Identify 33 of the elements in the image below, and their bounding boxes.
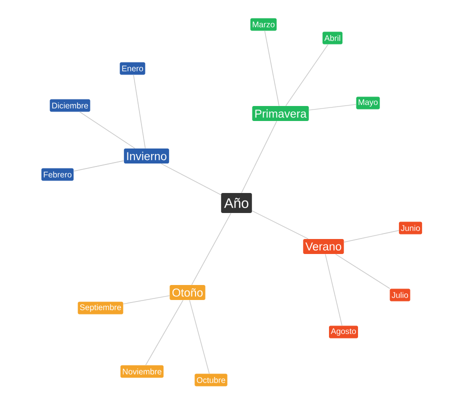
month-box: Junio [398, 222, 422, 234]
month-box: Diciembre [50, 99, 90, 112]
season-box: Otoño [170, 285, 206, 300]
connector-line [285, 44, 328, 106]
season-box: Invierno [124, 148, 170, 164]
connector-line [133, 74, 146, 149]
month-box: Abril [322, 32, 342, 44]
topic-box: Año [221, 193, 252, 213]
month-box: Marzo [250, 18, 277, 31]
connector-line [191, 212, 232, 286]
connector-line [344, 230, 400, 242]
month-box: Julio [390, 288, 410, 302]
month-box: Noviembre [120, 365, 164, 378]
month-box: Septiembre [78, 302, 124, 314]
month-box: Agosto [329, 326, 358, 338]
month-box: Mayo [356, 96, 380, 110]
season-box: Verano [303, 239, 344, 254]
season-box: Primavera [252, 106, 309, 121]
connector-line [264, 30, 280, 106]
connector-line [324, 254, 342, 326]
connector-line [189, 300, 210, 374]
connector-line [252, 210, 308, 240]
connector-line [123, 295, 170, 304]
month-box: Octubre [194, 374, 228, 386]
connector-line [160, 163, 222, 196]
connector-line [335, 254, 390, 289]
connector-line [79, 112, 136, 149]
connector-line [308, 104, 356, 110]
connector-line [145, 300, 184, 366]
month-box: Enero [120, 62, 146, 75]
connector-line [241, 120, 278, 194]
month-box: Febrero [41, 168, 74, 181]
connector-line [73, 160, 124, 172]
